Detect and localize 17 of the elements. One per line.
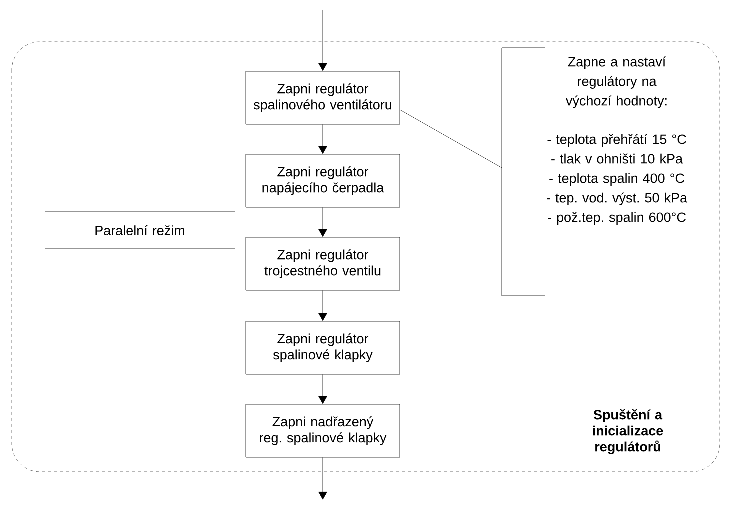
- process-box: Zapni regulátor spalinové klapky: [246, 321, 400, 375]
- process-box: Zapni regulátor trojcestného ventilu: [246, 237, 400, 291]
- arrow: [318, 10, 328, 72]
- arrow: [318, 290, 328, 322]
- arrow: [318, 458, 328, 500]
- annotation-bracket: [502, 48, 546, 296]
- leader-line: [400, 110, 502, 168]
- arrow: [318, 124, 328, 154]
- arrow: [318, 374, 328, 404]
- process-box: Zapni regulátor spalinového ventilátoru: [246, 71, 400, 125]
- dashed-group-frame: [12, 42, 720, 472]
- group-heading: Spuštění a inicializace regulátorů: [593, 410, 664, 454]
- mode-label: Paralelní režim: [96, 225, 184, 236]
- process-box: Zapni regulátor napájecího čerpadla: [246, 154, 400, 208]
- annotation-text: Zapne a nastaví regulátory na výchozí hodnoty: - teplota přehřátí 15 °C - tlak v ohništi 10 kPa - teplota spalin 400 °C - tep. vod. výst. 50 kPa - pož.tep. spalin 600°C: [547, 56, 688, 225]
- process-box: Zapni nadřazený reg. spalinové klapky: [246, 404, 400, 458]
- arrow: [318, 208, 328, 238]
